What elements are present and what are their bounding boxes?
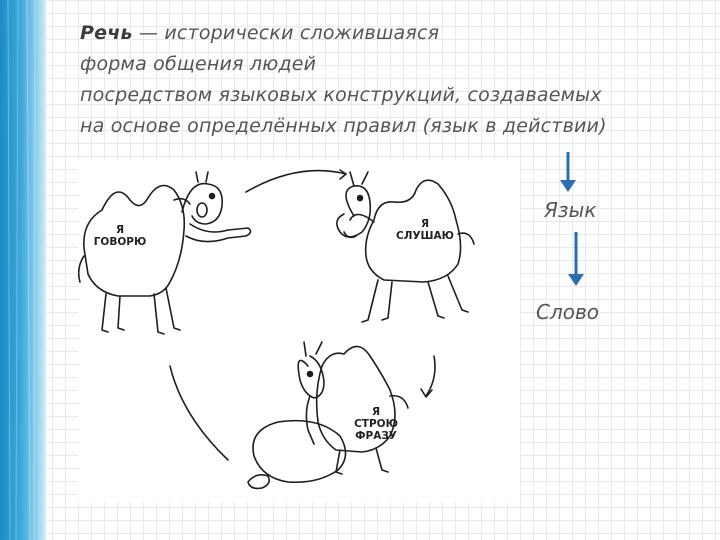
camel-composing-caption: Я СТРОЮ ФРАЗУ <box>336 406 416 442</box>
arrow-down-icon <box>560 152 576 192</box>
left-accent-bar <box>0 0 46 540</box>
title-line-3: посредством языковых конструкций, создав… <box>80 84 602 106</box>
cycle-arrowhead-top <box>339 169 347 180</box>
camel-speaking-caption: Я ГОВОРЮ <box>90 224 150 248</box>
title-line-4: на основе определённых правил (язык в де… <box>80 115 607 137</box>
cycle-arc-left <box>169 365 229 461</box>
hierarchy-word-language: Язык <box>544 198 597 222</box>
camel-speaking <box>77 171 252 335</box>
slide-title: Речь — исторически сложившаяся форма общ… <box>80 18 690 142</box>
rock <box>252 419 347 484</box>
camel-listening <box>336 171 475 323</box>
cycle-arc-right <box>425 355 436 397</box>
cycle-arrowhead-right <box>420 388 433 398</box>
caption-word: ФРАЗУ <box>355 430 397 442</box>
camel-composing <box>247 341 409 490</box>
camel-listening-caption: Я СЛУШАЮ <box>380 218 470 242</box>
cycle-arc-top <box>245 169 347 193</box>
caption-word: СТРОЮ <box>354 418 398 430</box>
camel-cartoon-illustration: Я ГОВОРЮ Я СЛУШАЮ Я СТРОЮ ФРАЗУ <box>77 160 520 502</box>
arrow-down-icon <box>568 232 584 286</box>
caption-word: Я <box>420 218 430 230</box>
hierarchy-word-word: Слово <box>536 300 600 324</box>
caption-word: Я <box>115 224 125 236</box>
title-line-2: форма общения людей <box>80 53 317 75</box>
cartoon-drawing <box>77 169 475 490</box>
title-lead-word: Речь <box>80 22 133 44</box>
caption-word: СЛУШАЮ <box>396 230 454 242</box>
decorative-stripes <box>7 0 36 540</box>
caption-word: ГОВОРЮ <box>93 236 147 248</box>
caption-word: Я <box>371 406 381 418</box>
title-line-1: — исторически сложившаяся <box>132 22 440 44</box>
